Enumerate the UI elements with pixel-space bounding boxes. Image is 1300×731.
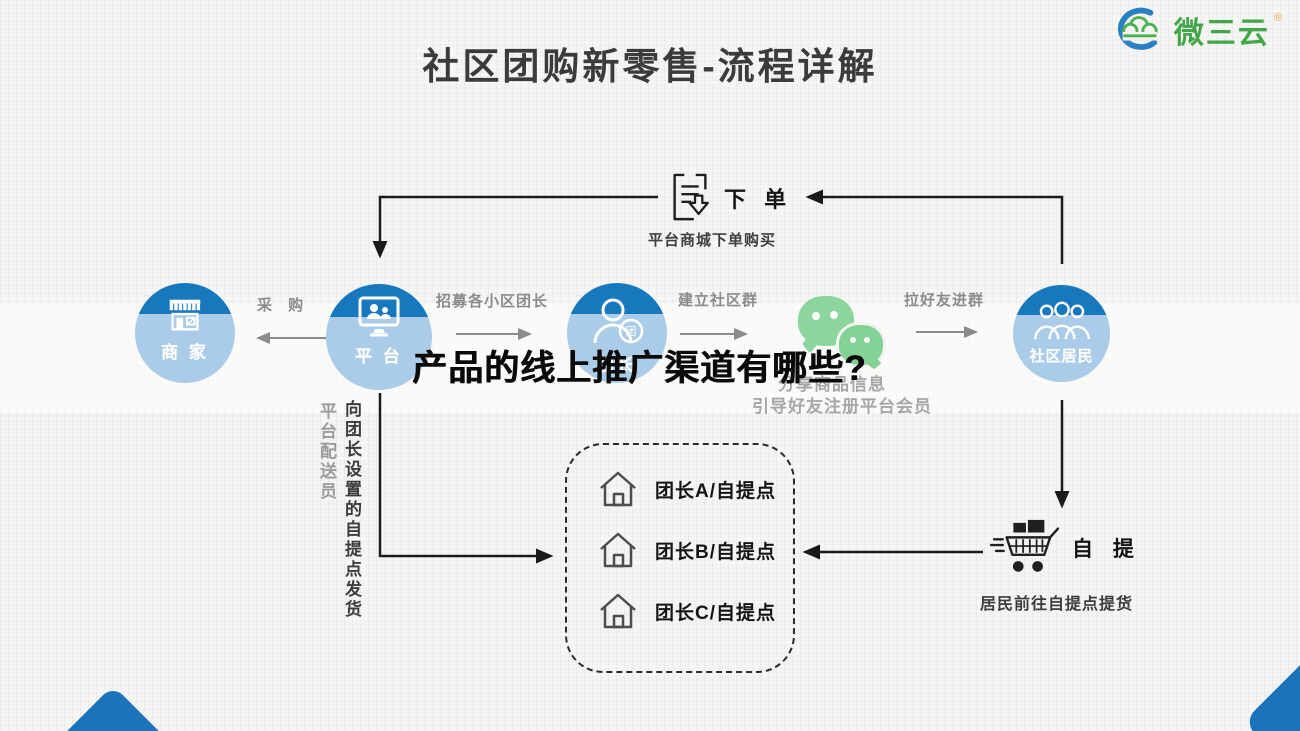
wechat-note-line1: 分享商品信息: [778, 375, 886, 394]
pickup-points-box: 团长A/自提点 团长B/自提点 团长C/自提点: [565, 443, 795, 673]
storefront-icon: [169, 299, 201, 331]
house-icon: [600, 593, 636, 629]
cloud-logo-icon: [1117, 7, 1158, 50]
order-step: 下 单: [666, 170, 792, 226]
edge-label-invite: 拉好友进群: [904, 292, 985, 309]
node-platform: 平 台: [326, 284, 432, 390]
edge-label-build-group: 建立社区群: [678, 292, 759, 309]
page-title: 社区团购新零售-流程详解: [422, 46, 878, 87]
house-icon: [600, 532, 636, 568]
self-pickup-caption: 居民前往自提点提货: [980, 596, 1134, 613]
wechat-icon: [798, 296, 890, 376]
wechat-eye: [864, 337, 870, 343]
pickup-row-c: 团长C/自提点: [597, 591, 793, 631]
order-caption: 平台商城下单购买: [648, 232, 777, 249]
merchant-label: 商 家: [161, 343, 209, 362]
pickup-label-b: 团长B/自提点: [655, 541, 777, 563]
wechat-bubble-small: [836, 322, 886, 368]
house-icon: [600, 471, 636, 507]
self-pickup-step: 自 提: [990, 518, 1141, 578]
wechat-eye: [830, 311, 838, 319]
corner-diamond-right: [1243, 637, 1300, 731]
corner-diamond-left: [35, 685, 191, 731]
order-form-icon: [673, 173, 709, 221]
residents-group-icon: [1033, 301, 1090, 340]
edge-label-recruit: 招募各小区团长: [436, 293, 549, 310]
leader-label: 团长: [597, 356, 637, 375]
group-leader-icon: 团: [593, 298, 644, 344]
brand-name: 微三云: [1173, 17, 1270, 50]
pickup-label-c: 团长C/自提点: [655, 602, 777, 624]
leader-badge-text: 团: [626, 325, 637, 338]
pickup-label-a: 团长A/自提点: [655, 480, 777, 502]
residents-label: 社区居民: [1029, 348, 1094, 365]
delivery-action-label: 向团长设置的自提点发货: [342, 400, 361, 620]
node-leader: 团 团长: [567, 283, 667, 383]
wechat-note-line2: 引导好友注册平台会员: [752, 397, 932, 416]
node-residents: 社区居民: [1013, 285, 1110, 382]
edge-label-procurement: 采 购: [257, 297, 310, 314]
pickup-row-a: 团长A/自提点: [597, 469, 793, 509]
courier-label: 平台配送员: [317, 402, 336, 502]
platform-label: 平 台: [355, 347, 403, 366]
brand-logo: 微三云 ®: [1106, 6, 1282, 54]
overlay-headline: 产品的线上推广渠道有哪些?: [412, 349, 867, 388]
self-pickup-label: 自 提: [1072, 538, 1141, 561]
pickup-cart-icon: [990, 519, 1060, 572]
node-merchant: 商 家: [135, 283, 235, 383]
platform-monitor-icon: [358, 296, 400, 337]
registered-mark: ®: [1273, 12, 1282, 24]
wechat-eye: [850, 337, 856, 343]
pickup-row-b: 团长B/自提点: [597, 530, 793, 570]
order-label: 下 单: [724, 187, 793, 212]
wechat-eye: [812, 312, 820, 320]
